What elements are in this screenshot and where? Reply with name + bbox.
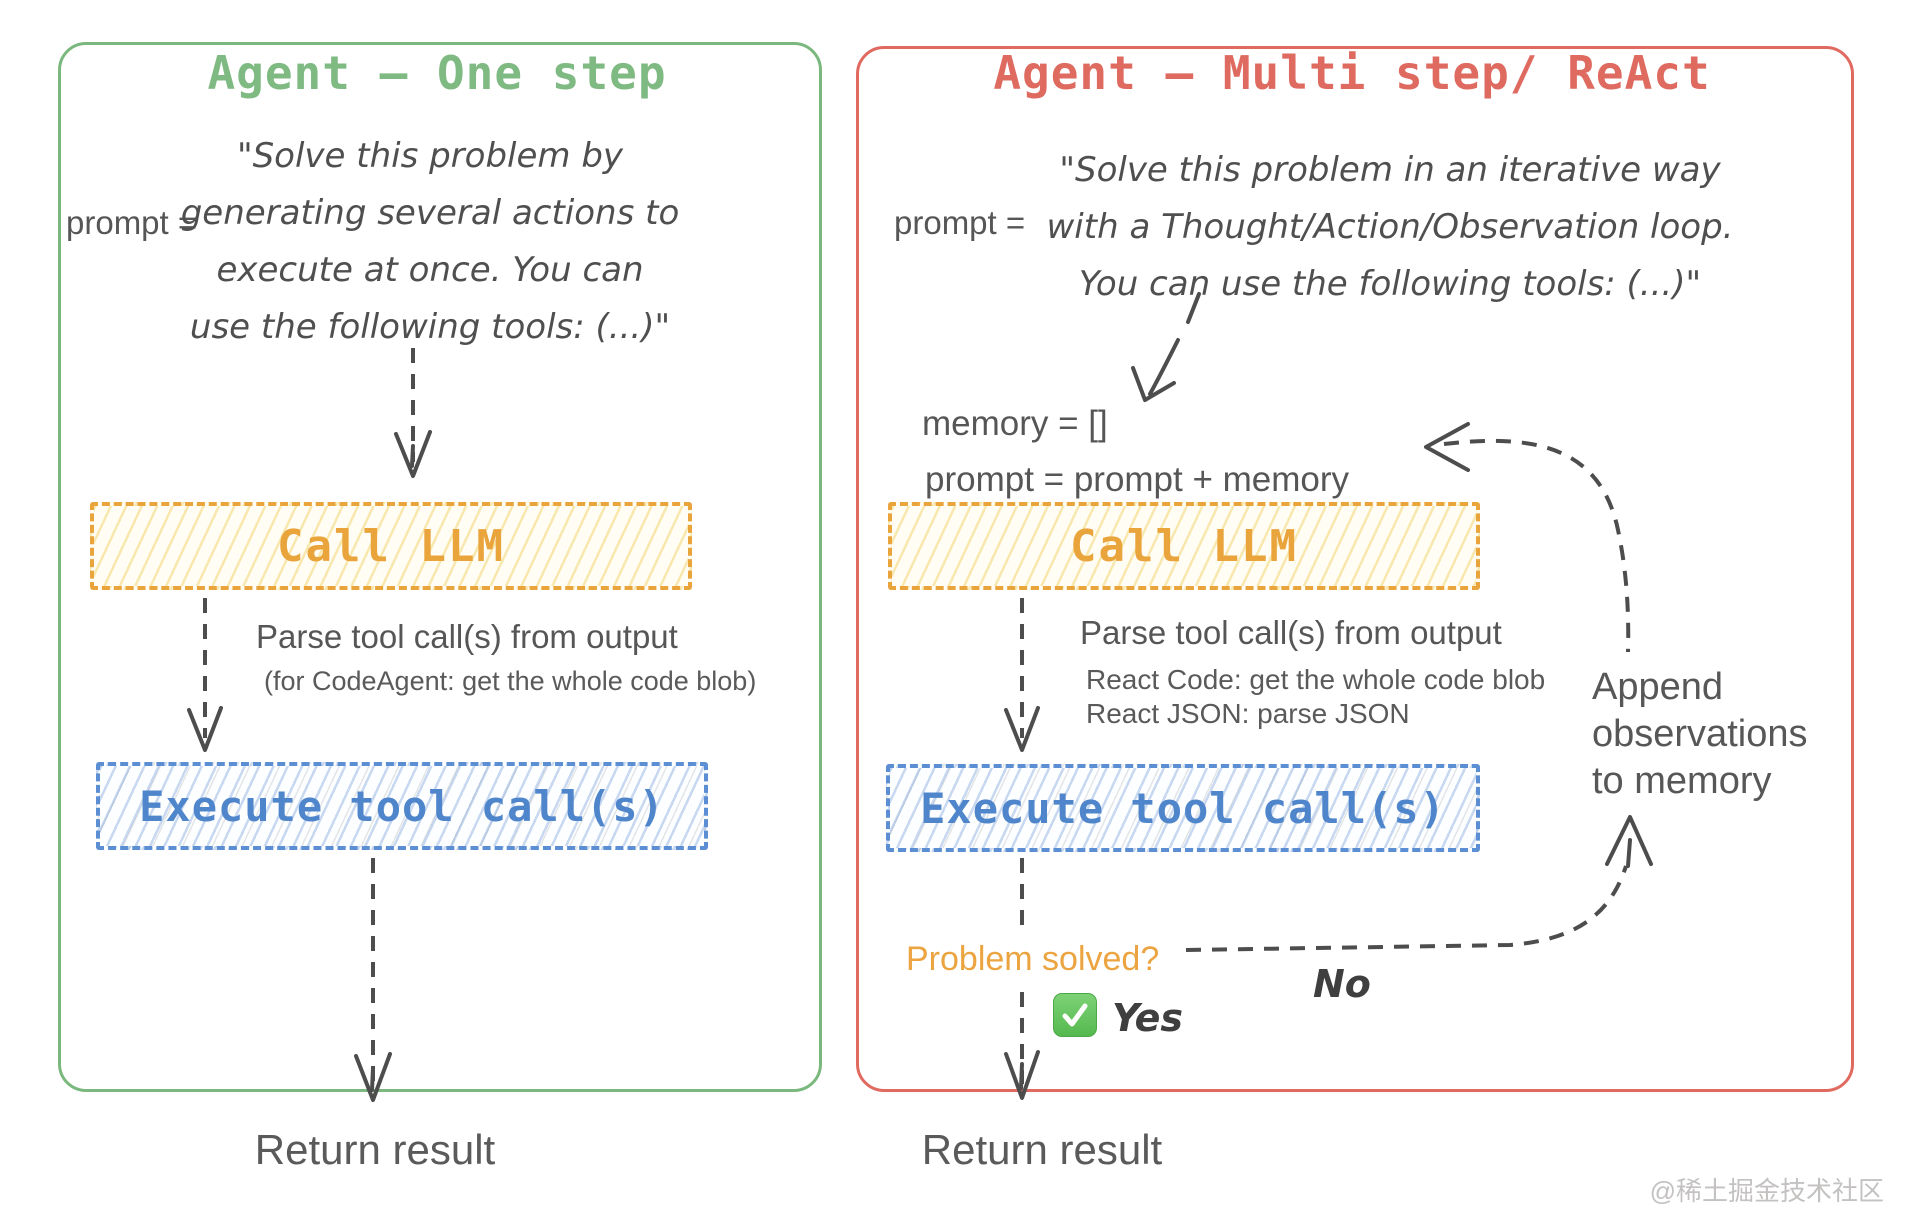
one-step-title: Agent – One step [207,46,667,100]
right-prompt-text: "Solve this problem in an iterative way … [1046,150,1734,304]
right-call-llm-box: Call LLM [888,502,1480,590]
check-mark-icon [1053,993,1097,1037]
left-return-result-label: Return result [254,1126,496,1173]
problem-solved-label: Problem solved? [906,940,1160,978]
react-title: Agent – Multi step/ ReAct [993,46,1711,100]
memory-init-line: memory = [] [922,404,1108,443]
left-call-llm-box: Call LLM [90,502,692,590]
right-parse-subnote-code: React Code: get the whole code blob [1086,664,1546,695]
left-execute-box: Execute tool call(s) [96,762,708,850]
yes-label: Yes [1112,996,1184,1040]
right-call-llm-label: Call LLM [1070,520,1298,572]
left-prompt-text: "Solve this problem by generating severa… [180,136,680,347]
check-glyph [1062,1003,1088,1027]
right-parse-note: Parse tool call(s) from output [1080,614,1502,651]
right-return-result-label: Return result [921,1126,1163,1173]
memory-accumulate-line: prompt = prompt + memory [925,460,1350,499]
append-observations-note: Append observations to memory [1592,666,1808,802]
left-call-llm-label: Call LLM [277,520,505,572]
right-prompt-label: prompt = [894,204,1026,241]
left-execute-label: Execute tool call(s) [139,781,665,831]
left-prompt-label: prompt = [66,204,198,241]
one-step-panel [58,42,822,1092]
watermark: @稀土掘金技术社区 [1649,1176,1884,1206]
react-panel [856,46,1854,1092]
left-parse-subnote: (for CodeAgent: get the whole code blob) [264,666,757,696]
right-execute-label: Execute tool call(s) [920,783,1446,833]
left-parse-note: Parse tool call(s) from output [256,618,678,655]
no-label: No [1313,962,1371,1006]
right-execute-box: Execute tool call(s) [886,764,1480,852]
right-parse-subnote-json: React JSON: parse JSON [1086,698,1410,729]
